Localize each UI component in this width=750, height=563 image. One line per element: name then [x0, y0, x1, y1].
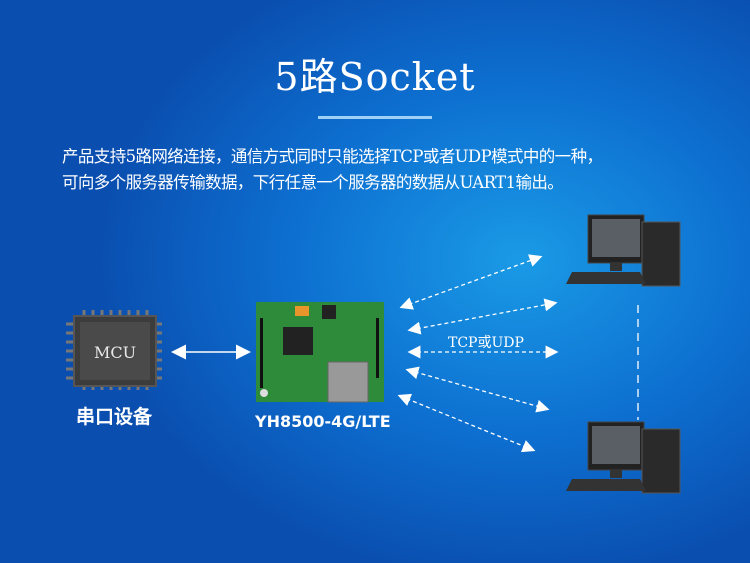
- server-computer-icon: [566, 214, 681, 287]
- protocol-label: TCP或UDP: [448, 335, 524, 351]
- title-underline: [318, 116, 432, 119]
- network-link-arrows: [397, 254, 639, 453]
- serial-device-label: 串口设备: [76, 406, 153, 428]
- link-arrow-4: [405, 366, 550, 413]
- link-arrow-1: [399, 254, 543, 310]
- page-title: 5路Socket: [274, 55, 476, 99]
- mcu-chip-text: MCU: [93, 343, 137, 362]
- yh8500-module-board: [256, 302, 384, 403]
- link-arrow-5: [397, 393, 536, 453]
- mcu-chip-icon: [66, 310, 162, 390]
- description-line-1: 产品支持5路网络连接，通信方式同时只能选择TCP或者UDP模式中的一种，: [62, 147, 603, 166]
- server-computer-icon: [566, 421, 681, 494]
- module-label: YH8500-4G/LTE: [255, 412, 391, 431]
- link-arrow-2: [407, 298, 558, 335]
- description-line-2: 可向多个服务器传输数据，下行任意一个服务器的数据从UART1输出。: [62, 173, 564, 192]
